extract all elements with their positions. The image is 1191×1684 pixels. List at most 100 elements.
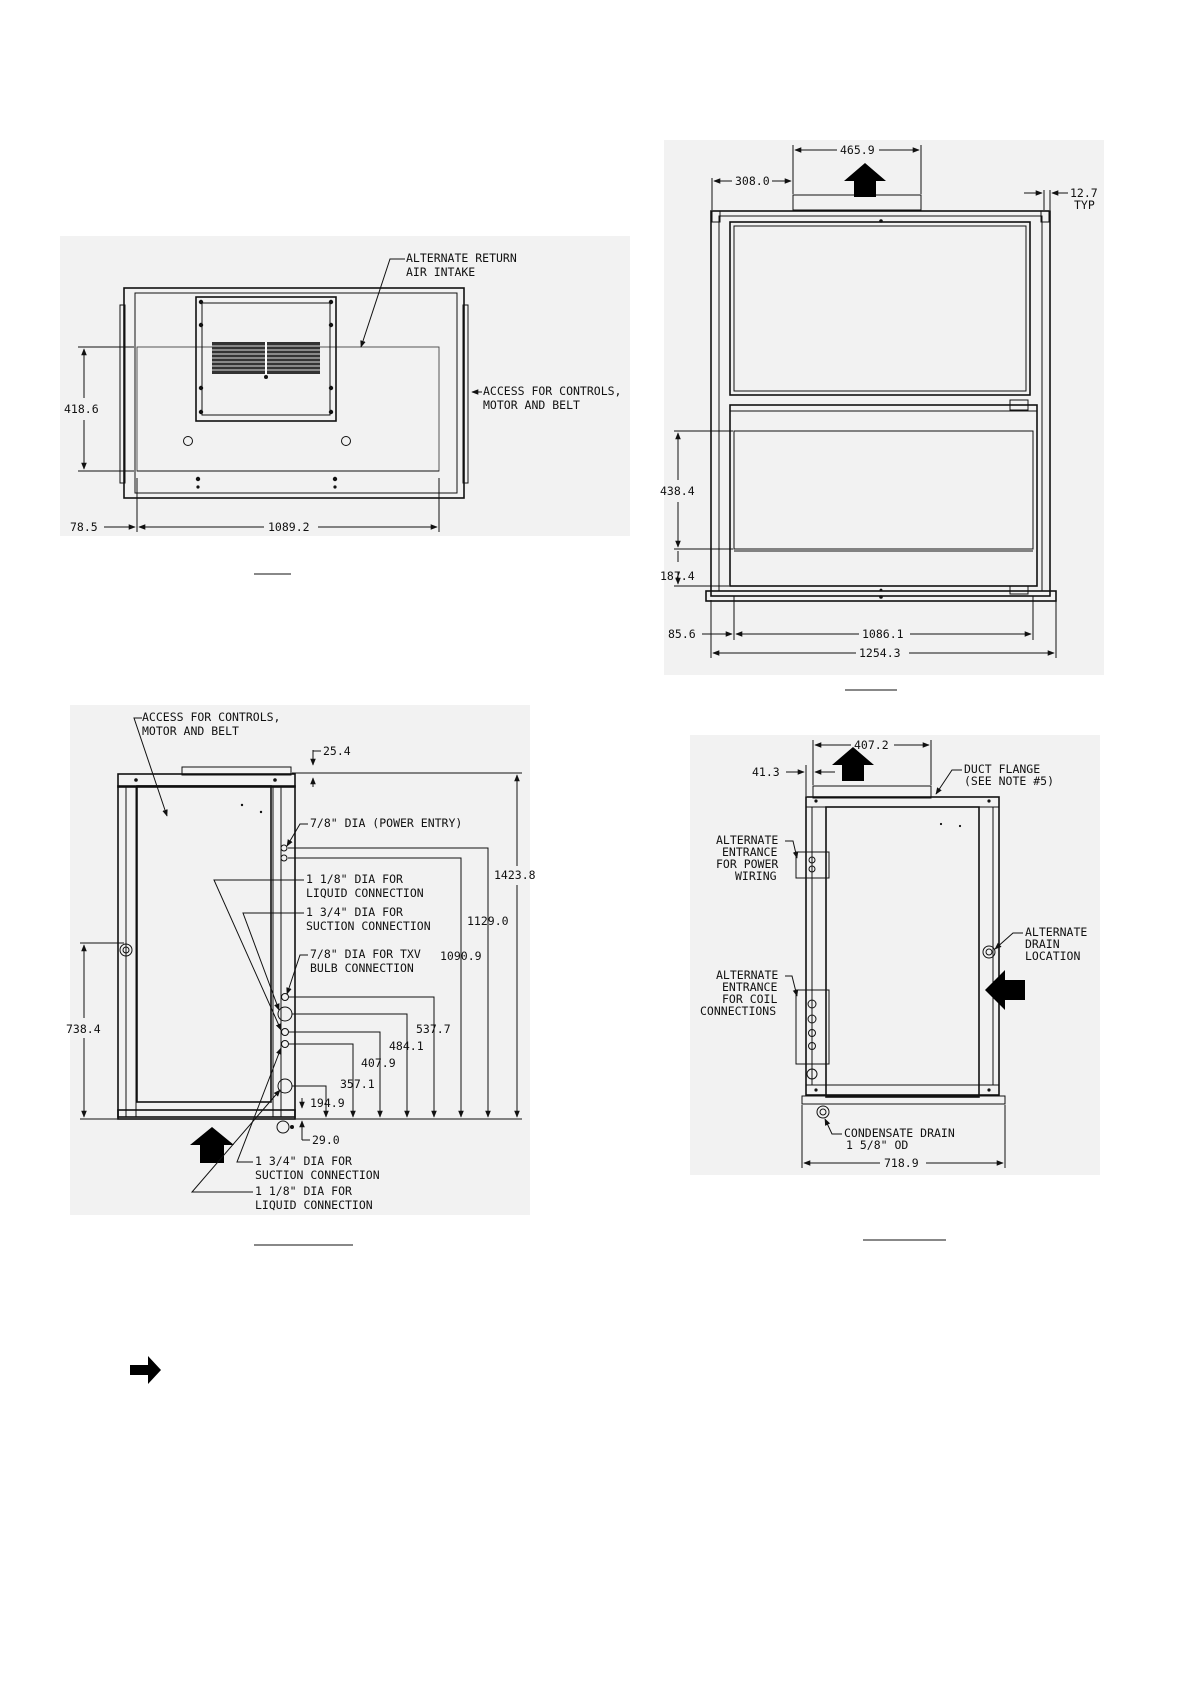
callout-condensate-2: 1 5/8" OD: [846, 1138, 908, 1152]
callout-access-1: ACCESS FOR CONTROLS,: [142, 710, 280, 724]
callout-liquid-a-1: 1 1/8" DIA FOR: [306, 872, 403, 886]
base-rail: [801, 1095, 1006, 1105]
drain-port: [276, 1120, 290, 1134]
callout-alt-coil-3: FOR COIL: [722, 992, 777, 1006]
callout-access-1: ACCESS FOR CONTROLS,: [483, 384, 621, 398]
lower-panel: [729, 404, 1038, 587]
dim-overall-height: 1423.8: [494, 868, 536, 882]
latch: [1009, 585, 1029, 595]
dim-407: 407.9: [361, 1056, 396, 1070]
callout-power-entry: 7/8" DIA (POWER ENTRY): [310, 816, 462, 830]
right-flange: [272, 785, 282, 1118]
side-plug: [119, 943, 133, 957]
base-frame: [805, 1084, 1000, 1096]
dim-duct-offset: 308.0: [735, 174, 770, 188]
alt-coil-entrance: [795, 989, 830, 1065]
corner-bracket: [1040, 210, 1050, 223]
dim-194: 194.9: [310, 1096, 345, 1110]
callout-access-2: MOTOR AND BELT: [142, 724, 239, 738]
callout-suction-b-2: SUCTION CONNECTION: [255, 1168, 380, 1182]
side-flange-right: [462, 304, 469, 484]
dim-484: 484.1: [389, 1039, 424, 1053]
txv-port: [281, 993, 289, 1001]
callout-alt-coil-2: ENTRANCE: [722, 980, 777, 994]
power-entry-port: [280, 854, 288, 862]
alt-drain: [982, 945, 996, 959]
dim-flange: 12.7: [1070, 186, 1098, 200]
view-background: [60, 236, 630, 536]
left-flange: [125, 785, 137, 1118]
dim-flange-note: TYP: [1074, 198, 1095, 212]
base-frame: [117, 1109, 296, 1120]
latch: [1009, 399, 1029, 411]
cabinet-inner: [134, 292, 458, 494]
callout-txv-1: 7/8" DIA FOR TXV: [310, 947, 421, 961]
airflow-up-arrow: [190, 1127, 234, 1163]
callout-liquid-a-2: LIQUID CONNECTION: [306, 886, 424, 900]
dim-height-upper: 438.4: [660, 484, 695, 498]
knockout-hole: [341, 436, 351, 446]
power-entry-port: [280, 844, 288, 852]
callout-liquid-b-1: 1 1/8" DIA FOR: [255, 1184, 352, 1198]
callout-suction-a-2: SUCTION CONNECTION: [306, 919, 431, 933]
callout-access-2: MOTOR AND BELT: [483, 398, 580, 412]
dim-duct-width: 465.9: [840, 143, 875, 157]
airflow-left-arrow: [985, 970, 1025, 1010]
dim-overall-width: 718.9: [884, 1156, 919, 1170]
dim-357: 357.1: [340, 1077, 375, 1091]
top-rail: [181, 766, 292, 776]
callout-alt-power-2: ENTRANCE: [722, 845, 777, 859]
callout-duct-flange-2: (SEE NOTE #5): [964, 774, 1054, 788]
callout-alt-return-1: ALTERNATE RETURN: [406, 251, 517, 265]
callout-suction-a-1: 1 3/4" DIA FOR: [306, 905, 403, 919]
dim-height: 418.6: [64, 402, 99, 416]
upper-panel-inner: [733, 225, 1027, 392]
callout-alt-coil-4: CONNECTIONS: [700, 1004, 776, 1018]
access-panel: [825, 806, 980, 1098]
top-right-view: 308.0 465.9 12.7 TYP 438.4 187.4 85.6 10…: [660, 140, 1104, 691]
blower-housing: [195, 296, 337, 422]
dim-left-height: 738.4: [66, 1022, 101, 1036]
blower-grille: [212, 342, 320, 374]
dim-top-gap: 25.4: [323, 744, 351, 758]
dim-1090: 1090.9: [440, 949, 482, 963]
dim-width: 1089.2: [268, 520, 310, 534]
view-background: [70, 705, 530, 1215]
top-frame: [117, 773, 296, 788]
callout-alt-return-2: AIR INTAKE: [406, 265, 475, 279]
callout-alt-drain-1: ALTERNATE: [1025, 925, 1087, 939]
dim-offset: 85.6: [668, 627, 696, 641]
liquid-port: [281, 1040, 289, 1048]
coil-face: [733, 430, 1034, 550]
callout-duct-flange-1: DUCT FLANGE: [964, 762, 1040, 776]
dim-offset: 78.5: [70, 520, 98, 534]
top-left-view: ALTERNATE RETURN AIR INTAKE ACCESS FOR C…: [60, 236, 630, 575]
dim-overall-width: 1254.3: [859, 646, 901, 660]
cabinet-outline: [123, 287, 465, 499]
side-flange-left: [119, 304, 126, 484]
view-background: [690, 735, 1100, 1175]
condensate-drain: [816, 1105, 830, 1119]
callout-alt-power-4: WIRING: [735, 869, 777, 883]
callout-txv-2: BULB CONNECTION: [310, 961, 414, 975]
dim-height-lower: 187.4: [660, 569, 695, 583]
dim-inner-width: 1086.1: [862, 627, 904, 641]
callout-liquid-b-2: LIQUID CONNECTION: [255, 1198, 373, 1212]
dim-537: 537.7: [416, 1022, 451, 1036]
bottom-left-view: ACCESS FOR CONTROLS, MOTOR AND BELT 25.4…: [66, 705, 536, 1246]
blower-housing-inner: [201, 302, 331, 416]
note-arrow-icon: [130, 1356, 161, 1384]
corner-bracket: [711, 210, 721, 223]
knockout-hole: [183, 436, 193, 446]
callout-suction-b-1: 1 3/4" DIA FOR: [255, 1154, 352, 1168]
callout-alt-drain-2: DRAIN: [1025, 937, 1060, 951]
callout-alt-power-1: ALTERNATE: [716, 833, 778, 847]
dim-1129: 1129.0: [467, 914, 509, 928]
callout-alt-coil-1: ALTERNATE: [716, 968, 778, 982]
alt-power-entrance: [795, 851, 830, 879]
airflow-up-arrow: [844, 163, 886, 197]
callout-alt-power-3: FOR POWER: [716, 857, 778, 871]
access-panel: [136, 785, 272, 1103]
dim-duct-offset: 41.3: [752, 765, 780, 779]
